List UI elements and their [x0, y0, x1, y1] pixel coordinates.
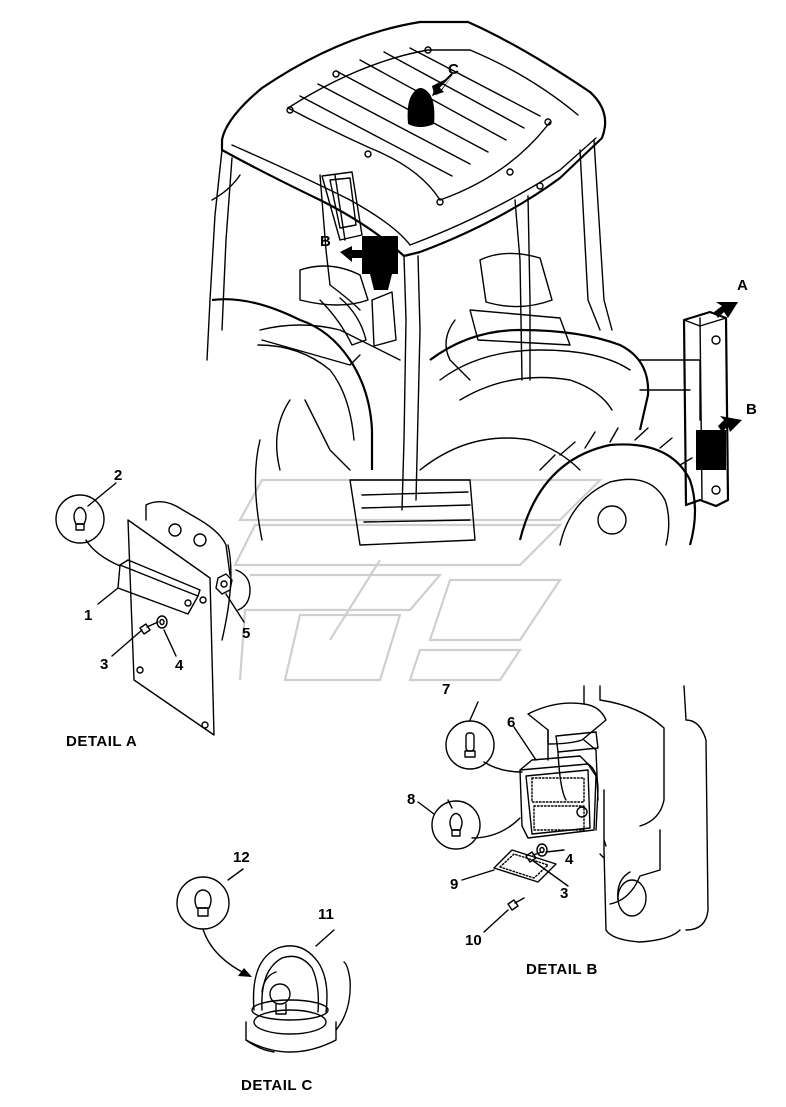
part-10: 10 [465, 932, 482, 949]
washer-icon [536, 843, 548, 857]
rear-light-post [682, 310, 730, 508]
bulb-icon [55, 494, 105, 544]
part-2: 2 [114, 467, 122, 484]
screw-icon [507, 897, 525, 911]
part-12: 12 [233, 849, 250, 866]
caption-detail-a: DETAIL A [66, 733, 137, 750]
arrow-icon [238, 968, 252, 977]
part-4b: 4 [565, 851, 574, 868]
callout-c: C [448, 61, 459, 78]
marker-lamp-a [117, 564, 199, 615]
beacon-lamp [407, 88, 435, 127]
washer-icon [156, 615, 168, 629]
part-7: 7 [442, 681, 450, 698]
part-11: 11 [318, 906, 334, 923]
detail-a [55, 482, 251, 736]
part-9: 9 [450, 876, 458, 893]
arrow-b-cab-icon [340, 246, 362, 262]
callout-b-post: B [746, 401, 757, 418]
detail-c [176, 868, 351, 1053]
festoon-bulb-icon [445, 720, 495, 770]
part-3a: 3 [100, 656, 108, 673]
part-3b: 3 [560, 885, 568, 902]
part-1: 1 [84, 607, 92, 624]
part-8: 8 [407, 791, 415, 808]
marker-box-post [696, 430, 726, 470]
detail-b [417, 685, 709, 943]
rear-lamp [519, 755, 599, 839]
bulb-icon [176, 876, 230, 930]
callout-b-cab: B [320, 233, 331, 250]
caption-detail-b: DETAIL B [526, 961, 598, 978]
reflector [493, 849, 557, 883]
marker-box-cab [362, 236, 398, 274]
callout-a: A [737, 277, 748, 294]
bulb-icon [431, 800, 481, 850]
part-4a: 4 [175, 657, 184, 674]
watermark [233, 478, 603, 682]
part-5: 5 [242, 625, 250, 642]
caption-detail-c: DETAIL C [241, 1077, 313, 1094]
arrow-a-icon [714, 302, 738, 318]
backhoe-cab [206, 20, 730, 546]
cab-roof [220, 20, 607, 258]
part-6: 6 [507, 714, 515, 731]
nut-icon [215, 573, 233, 595]
callout-arrows [340, 73, 742, 432]
beacon-lamp-detail [245, 929, 351, 1053]
arrow-b-post-icon [718, 416, 742, 432]
screw-icon [139, 621, 159, 635]
